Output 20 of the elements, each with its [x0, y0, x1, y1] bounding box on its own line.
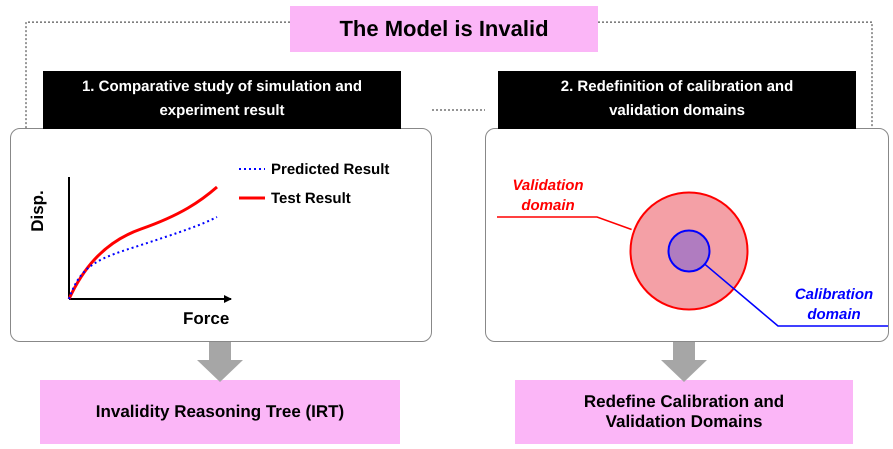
callout-label: Validation domain: [498, 176, 598, 218]
result-box: Invalidity Reasoning Tree (IRT): [40, 380, 400, 444]
leader-line: [704, 264, 888, 327]
result-box: Redefine Calibration and Validation Domains: [515, 380, 853, 444]
connector-line: [25, 22, 290, 128]
callout-label: Calibration domain: [779, 285, 889, 327]
block-arrow: [197, 342, 243, 382]
connector-line: [432, 109, 485, 111]
axis-label: Disp.: [28, 190, 48, 232]
connector-line: [598, 22, 873, 128]
panel-header: 2. Redefinition of calibration and validation domains: [498, 71, 856, 129]
domain-circle: [629, 191, 749, 311]
axis-label: Force: [183, 309, 230, 329]
block-arrow: [661, 342, 707, 382]
title-box: The Model is Invalid: [290, 6, 598, 52]
leader-line: [497, 216, 632, 230]
legend-label: Predicted Result: [271, 161, 390, 178]
panel-header: 1. Comparative study of simulation and experiment result: [43, 71, 401, 129]
legend-label: Test Result: [271, 190, 351, 207]
domain-circle: [667, 229, 711, 273]
